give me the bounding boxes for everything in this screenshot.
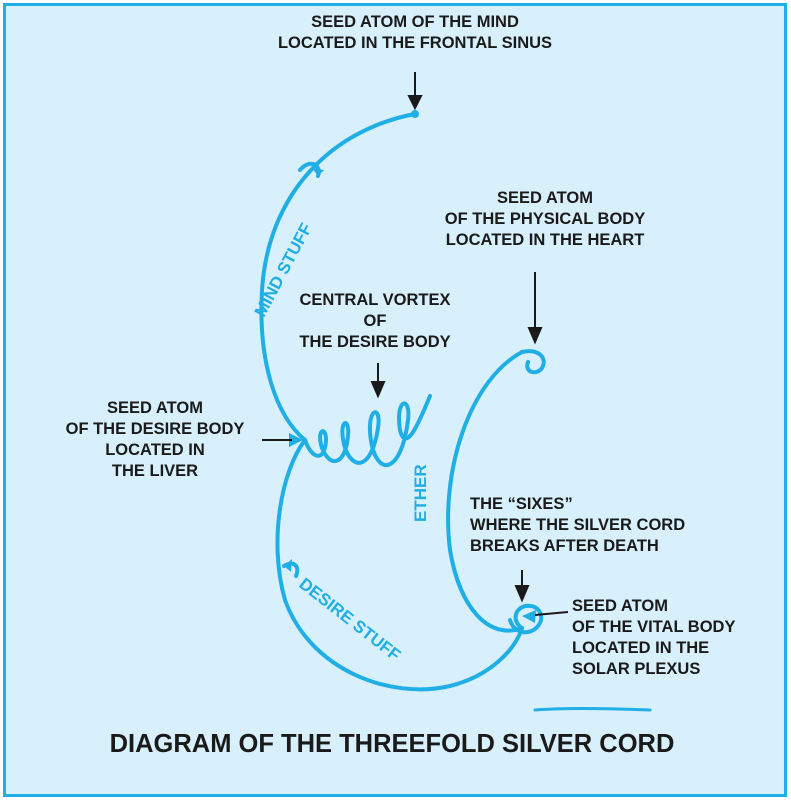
heart-pointer-head [529, 328, 541, 342]
mind-seed-atom-label: SEED ATOM OF THE MIND LOCATED IN THE FRO… [235, 12, 595, 54]
vital-seed-atom-label: SEED ATOM OF THE VITAL BODY LOCATED IN T… [572, 596, 772, 680]
desire-vortex-coils [305, 396, 430, 465]
sixes-label: THE “SIXES” WHERE THE SILVER CORD BREAKS… [470, 494, 730, 557]
heart-seed-loop [522, 351, 544, 372]
bottom-trail [535, 709, 650, 711]
solar-plexus-arrowhead [522, 610, 536, 623]
solar-plexus-swirl [510, 606, 541, 632]
ether-strand [448, 352, 522, 631]
physical-seed-atom-label: SEED ATOM OF THE PHYSICAL BODY LOCATED I… [430, 188, 660, 251]
mind-seed-atom [411, 110, 419, 118]
diagram-title: DIAGRAM OF THE THREEFOLD SILVER CORD [0, 730, 784, 759]
desire-seed-atom-label: SEED ATOM OF THE DESIRE BODY LOCATED IN … [50, 398, 260, 482]
desire-curl-arrowhead [284, 559, 292, 572]
mind-pointer-head [409, 96, 421, 108]
ether-label: ETHER [411, 464, 430, 522]
vortex-pointer-head [372, 382, 384, 396]
central-vortex-label: CENTRAL VORTEX OF THE DESIRE BODY [275, 290, 475, 353]
sixes-pointer-head [516, 586, 528, 600]
desire-stuff-label: DESIRE STUFF [296, 574, 404, 665]
mind-curl-arrowhead [312, 168, 324, 176]
